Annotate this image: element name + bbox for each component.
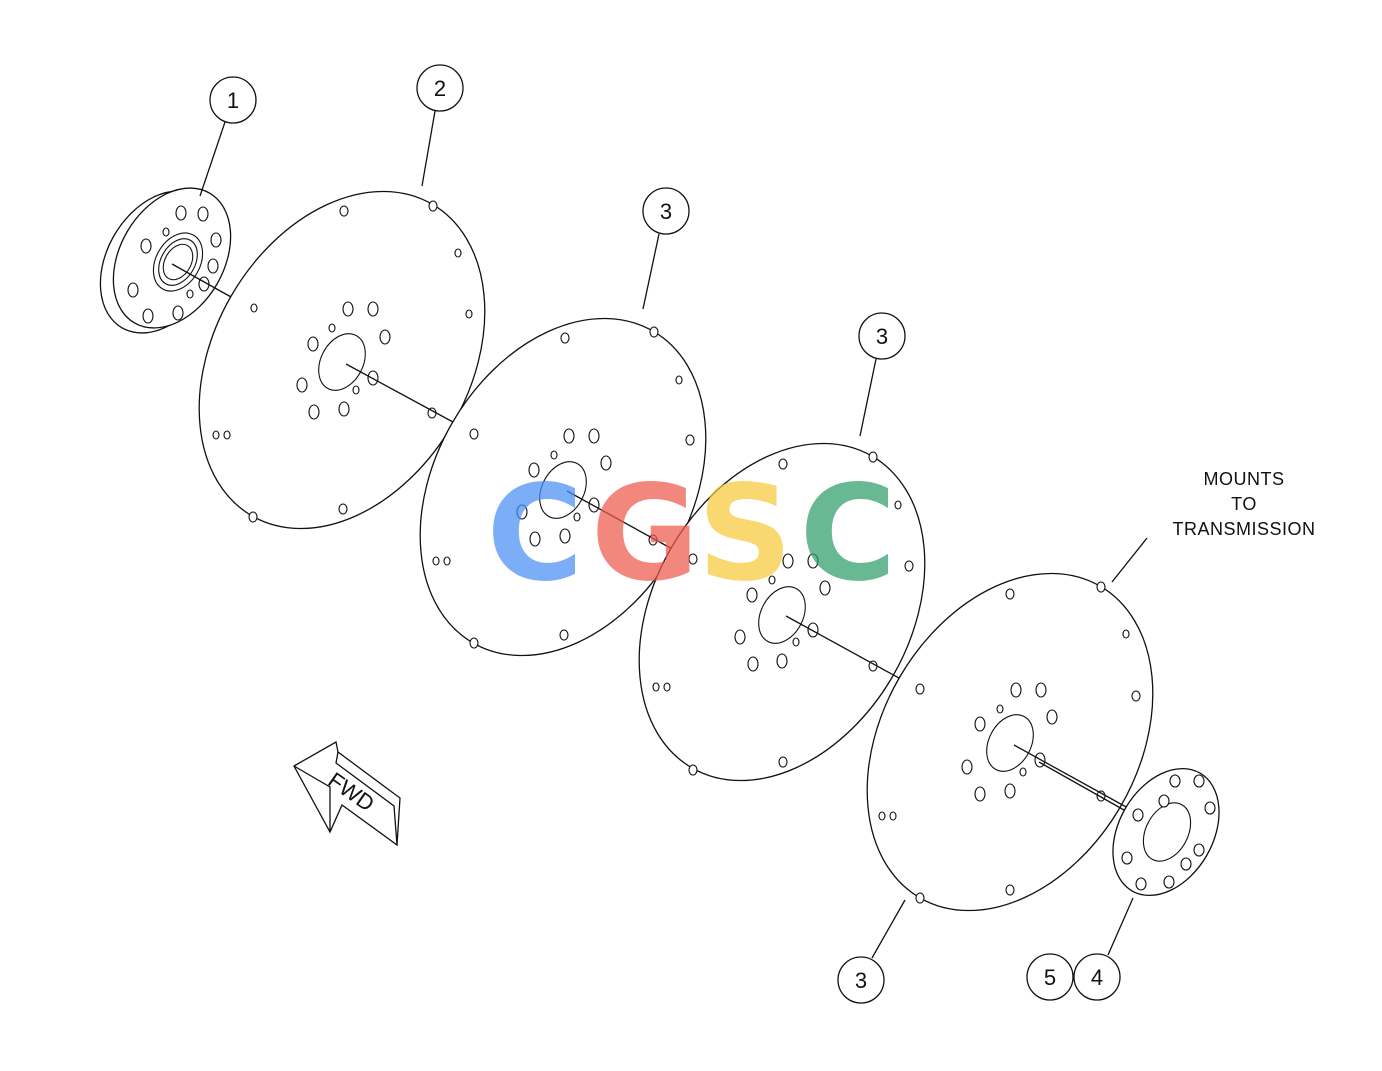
callout-3-first: 3 <box>642 187 690 310</box>
hub-adapter-part-1 <box>99 187 241 334</box>
callout-2-label: 2 <box>434 76 446 101</box>
watermark-letter-c2: C <box>800 457 897 611</box>
plate-part-3-second <box>638 442 926 782</box>
callout-4: 4 <box>1073 897 1134 1001</box>
callout-1-label: 1 <box>227 88 239 113</box>
note-line-1: MOUNTS <box>1204 469 1285 489</box>
callout-5-label: 5 <box>1044 965 1056 990</box>
watermark-letter-g: G <box>591 457 699 611</box>
callout-3-second-label: 3 <box>876 324 888 349</box>
callout-1: 1 <box>199 76 257 197</box>
callout-3-third: 3 <box>837 899 906 1004</box>
watermark: C G S C <box>487 457 897 611</box>
backing-ring-parts-4-5 <box>1038 761 1220 897</box>
mounts-note: MOUNTS TO TRANSMISSION <box>1111 469 1315 583</box>
callout-5: 5 <box>1026 953 1074 1001</box>
watermark-letter-c: C <box>487 457 584 611</box>
plate-part-3-first <box>419 317 707 657</box>
note-line-3: TRANSMISSION <box>1172 519 1315 539</box>
callout-3-first-label: 3 <box>660 199 672 224</box>
callout-3-third-label: 3 <box>855 968 867 993</box>
callout-3-second: 3 <box>858 312 906 437</box>
callout-4-label: 4 <box>1091 965 1103 990</box>
callout-2: 2 <box>416 64 464 187</box>
watermark-letter-s: S <box>697 457 792 611</box>
note-line-2: TO <box>1231 494 1257 514</box>
fwd-arrow: FWD <box>293 740 401 847</box>
plate-part-3-third <box>866 572 1154 912</box>
flex-plate-part-2 <box>198 190 486 530</box>
